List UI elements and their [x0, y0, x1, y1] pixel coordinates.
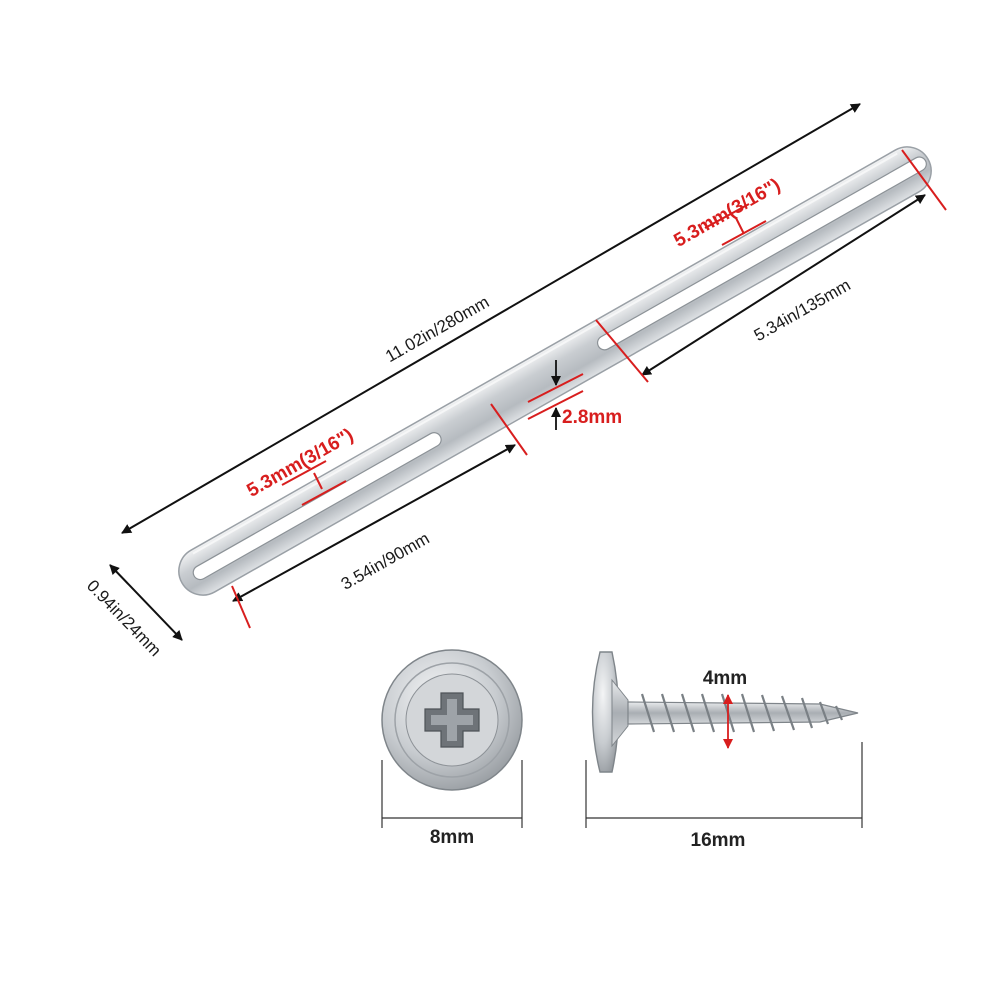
screw-length-label: 16mm: [691, 830, 746, 851]
dimension-head-diameter: 8mm: [381, 760, 523, 848]
width-label: 0.94in/24mm: [83, 576, 165, 660]
overall-length-label: 11.02in/280mm: [382, 292, 492, 366]
dimension-thread-diameter: 4mm: [703, 668, 747, 749]
dimension-screw-length: 16mm: [585, 742, 863, 851]
thread-diameter-label: 4mm: [703, 668, 747, 689]
dimension-overall-length: 11.02in/280mm: [121, 103, 861, 534]
bracket-plate: [178, 146, 932, 596]
head-diameter-label: 8mm: [430, 827, 474, 848]
screw-head-top-view: [381, 649, 523, 791]
bracket: [178, 146, 932, 596]
long-offset-label: 5.34in/135mm: [751, 275, 854, 345]
screw-side-view: [591, 651, 859, 773]
thickness-label: 2.8mm: [562, 407, 622, 428]
dimension-thickness: 2.8mm: [527, 360, 622, 430]
short-offset-label: 3.54in/90mm: [338, 529, 433, 594]
dimension-width: 0.94in/24mm: [83, 564, 183, 660]
